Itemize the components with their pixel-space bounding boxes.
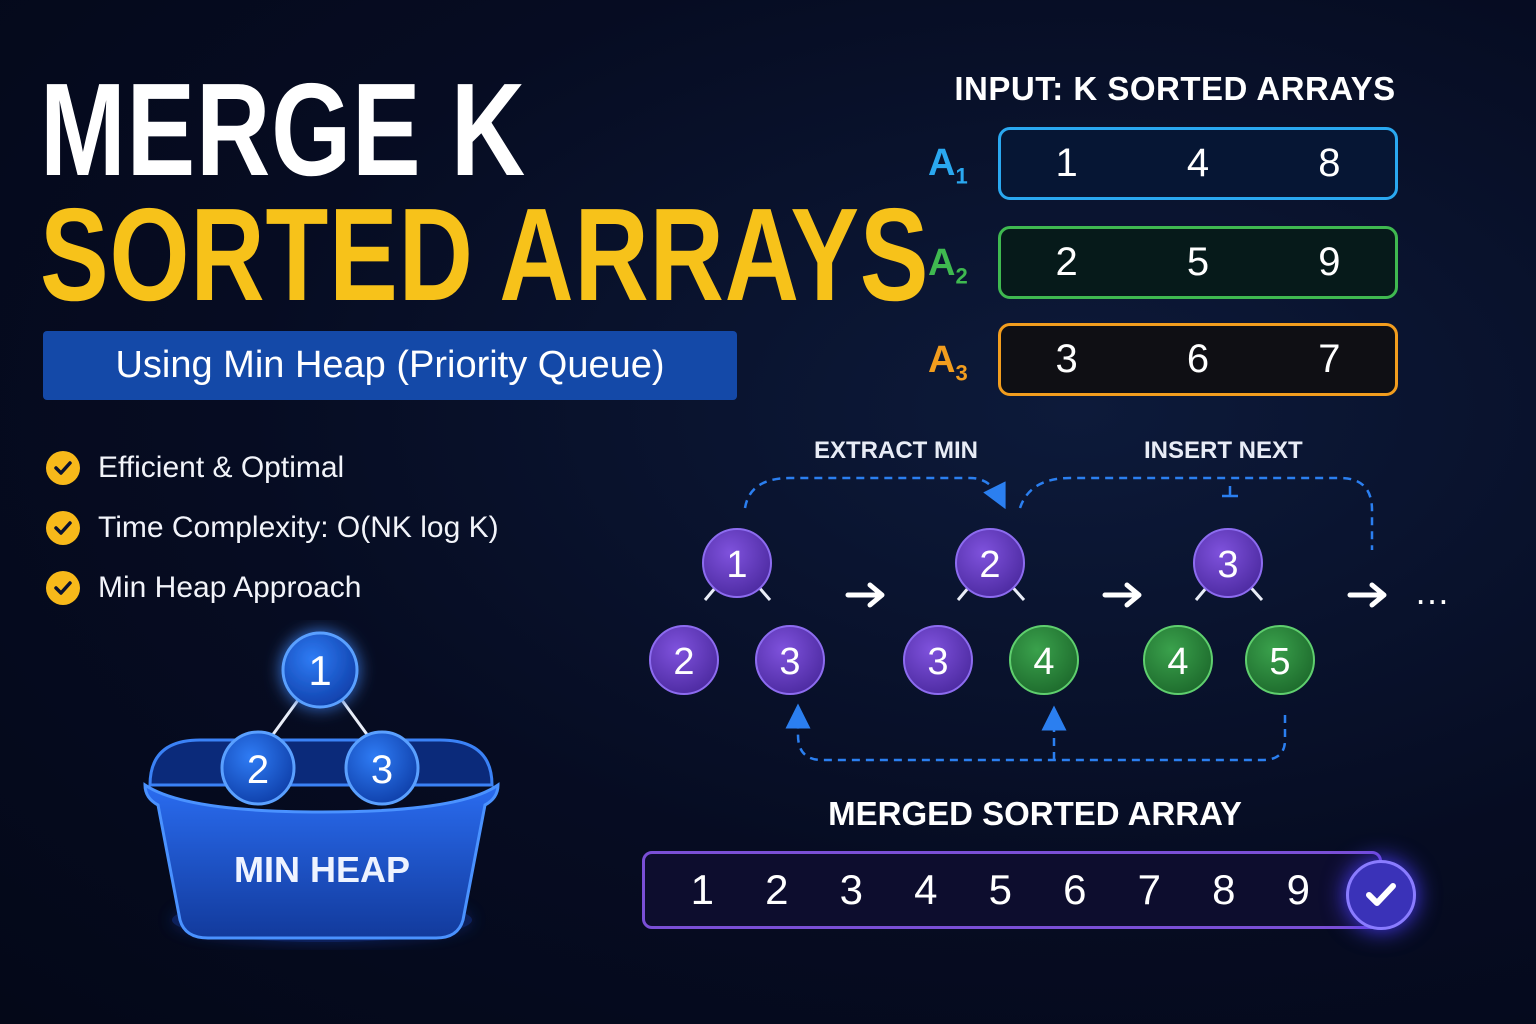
tree-node-right [1009,625,1079,695]
min-heap-illustration: 1 2 3 MIN HEAP [143,631,500,942]
array-cell: 2 [1055,240,1078,284]
feature-item: Time Complexity: O(NK log K) [46,498,499,558]
tree-node-left [903,625,973,695]
array-cell: 4 [1186,141,1210,185]
insert-next-arrow [1018,476,1374,550]
merged-cell: 6 [1063,866,1087,913]
tree-node-right [755,625,825,695]
feature-item: Efficient & Optimal [46,438,499,498]
tree-node-root [955,528,1025,598]
merged-cell: 5 [988,866,1012,913]
extract-min-label: EXTRACT MIN [814,437,978,464]
tree-node-right [1245,625,1315,695]
array-cell: 9 [1318,240,1341,284]
tree-node-left [649,625,719,695]
tree-node-label: 2 [979,544,1000,586]
merged-cell: 7 [1137,866,1161,913]
tree-node-label: 4 [1167,641,1188,683]
array-cell: 1 [1055,141,1078,185]
heap-node-left [220,730,296,806]
merged-cell: 8 [1212,866,1236,913]
input-title: INPUT: K SORTED ARRAYS [954,70,1396,107]
subtitle-text: Using Min Heap (Priority Queue) [115,344,665,386]
check-icon [46,511,80,545]
tree-node-label: 3 [1217,544,1238,586]
feature-text: Min Heap Approach [98,571,362,604]
feature-item: Min Heap Approach [46,558,499,618]
tree-node-root [702,528,772,598]
merged-cell: 2 [765,866,789,913]
heap-node-right [344,730,420,806]
tree-node-label: 3 [779,641,800,683]
merged-cell: 1 [690,866,714,913]
basket-icon [143,782,500,940]
array-cell: 5 [1186,240,1210,284]
insert-next-label: INSERT NEXT [1144,437,1303,464]
merged-title: MERGED SORTED ARRAY [828,795,1242,832]
merged-array: 1 2 3 4 5 6 7 8 9 [642,851,1382,929]
heap-step-1: 1 2 3 [649,528,825,695]
heap-step-2: 2 3 4 [903,528,1079,695]
heap-node-right-label: 3 [371,748,393,792]
tree-node-label: 5 [1269,641,1290,683]
feature-text: Time Complexity: O(NK log K) [98,511,499,544]
success-check-icon [1346,860,1416,930]
array-cell: 8 [1318,141,1341,185]
ellipsis: … [1414,571,1450,612]
tree-node-label: 2 [673,641,694,683]
title-line2: SORTED ARRAYS [40,181,930,328]
heap-step-3: 3 4 5 [1143,528,1315,695]
array-label-a3: A3 [928,339,968,386]
tree-node-label: 4 [1033,641,1054,683]
tree-node-root [1193,528,1263,598]
array-cell: 6 [1186,337,1210,381]
tree-node-label: 1 [726,544,747,586]
array-a1: 1 4 8 [998,127,1398,200]
next-step-arrow-icon [1347,582,1387,608]
min-heap-label: MIN HEAP [234,849,410,890]
array-label-a1: A1 [928,142,968,189]
feature-list: Efficient & Optimal Time Complexity: O(N… [46,438,499,618]
feedback-arrow [785,703,1287,762]
tree-node-left [1143,625,1213,695]
array-a2: 2 5 9 [998,226,1398,299]
check-icon [46,451,80,485]
array-label-a2: A2 [928,242,968,289]
next-step-arrow-icon [845,582,885,608]
subtitle-banner: Using Min Heap (Priority Queue) [43,331,737,400]
merged-cell: 9 [1286,866,1310,913]
merged-cell: 4 [914,866,938,913]
title-line1: MERGE K [40,56,526,203]
heap-steps-diagram: 1 2 3 2 3 4 3 4 5 … [649,476,1450,762]
tree-node-label: 3 [927,641,948,683]
array-a3: 3 6 7 [998,323,1398,396]
next-step-arrow-icon [1102,582,1142,608]
heap-node-left-label: 2 [247,748,269,792]
heap-node-root-label: 1 [308,647,331,694]
array-cell: 3 [1055,337,1078,381]
array-cell: 7 [1318,337,1341,381]
merged-cell: 3 [839,866,863,913]
heap-node-root [281,631,359,709]
extract-min-arrow [743,476,1006,510]
feature-text: Efficient & Optimal [98,451,345,484]
check-icon [46,571,80,605]
